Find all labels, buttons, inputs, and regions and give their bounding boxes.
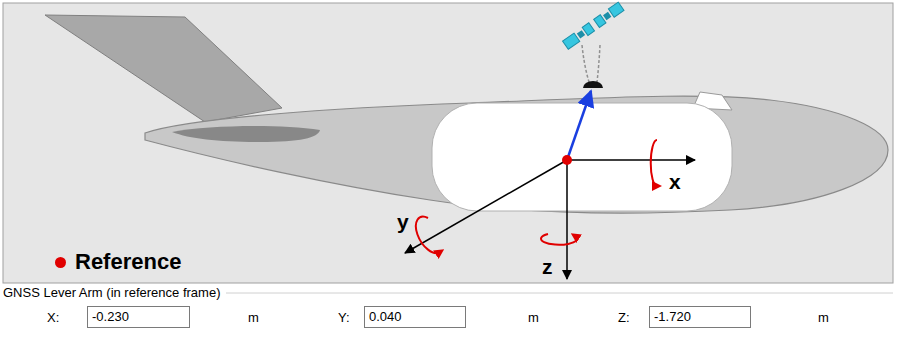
field-value: 0.040 — [365, 307, 465, 327]
satellite-icon — [563, 2, 624, 49]
field-value: -0.230 — [88, 307, 189, 327]
field-value: -1.720 — [650, 307, 750, 327]
field-label: m — [818, 310, 829, 326]
x-axis — [567, 159, 695, 161]
input-field: 0.040 — [364, 306, 466, 328]
axis-label: x — [669, 169, 681, 194]
rotation-arrow — [651, 140, 657, 186]
panel-ground — [3, 3, 893, 283]
signal-line — [582, 45, 589, 82]
field-label: m — [248, 310, 259, 326]
field-label: X: — [47, 310, 59, 326]
field-label: m — [528, 310, 539, 326]
legend-swatch — [55, 257, 66, 268]
gnss-antenna — [583, 81, 603, 88]
fuselage — [145, 96, 888, 213]
tail-fin — [45, 15, 282, 122]
lever-arm-arrow — [567, 91, 591, 160]
group-rule — [226, 293, 893, 294]
field-label: Z: — [618, 310, 630, 326]
legend-text: Reference — [75, 249, 181, 275]
rotation-arrow — [541, 234, 577, 245]
z-axis — [566, 160, 568, 279]
y-axis — [405, 160, 567, 253]
input-field: -1.720 — [649, 306, 751, 328]
axis-label: z — [542, 254, 553, 279]
signal-line — [597, 45, 600, 82]
field-label: Y: — [338, 310, 350, 326]
reference-point — [562, 155, 572, 165]
input-field: -0.230 — [87, 306, 190, 328]
axis-label: y — [397, 209, 409, 234]
intake-stripe — [172, 126, 320, 142]
rotation-arrow — [416, 217, 440, 253]
legend-entry: Reference — [55, 249, 181, 275]
group-heading: GNSS Lever Arm (in reference frame) — [3, 285, 220, 301]
